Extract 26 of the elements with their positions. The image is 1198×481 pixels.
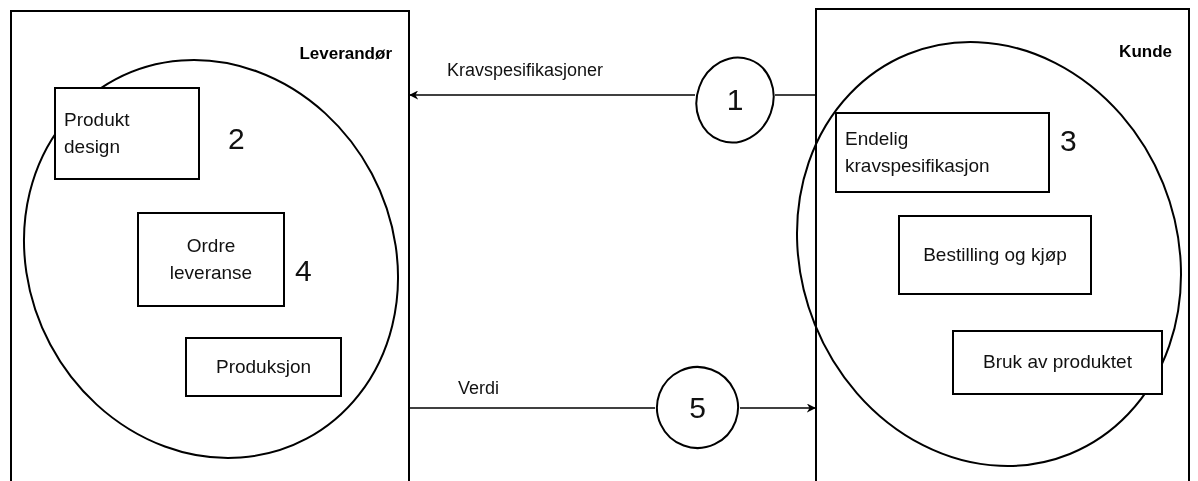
box-text: Produksjon bbox=[215, 354, 312, 379]
process-box bbox=[952, 330, 1163, 395]
edge-label: Kravspesifikasjoner bbox=[447, 60, 604, 81]
connector-line bbox=[774, 94, 816, 96]
arrow bbox=[409, 90, 696, 100]
step-number: 2 bbox=[228, 122, 245, 156]
step-number: 3 bbox=[1060, 124, 1077, 158]
numbered-ellipse bbox=[655, 365, 740, 450]
step-number: 5 bbox=[688, 390, 707, 425]
box-text: Produkt design bbox=[64, 107, 131, 159]
process-box bbox=[898, 215, 1092, 295]
ellipse-outline bbox=[795, 40, 1183, 468]
box-text: Bruk av produktet bbox=[983, 350, 1132, 375]
connector-line bbox=[409, 407, 656, 409]
box-text: Ordre leveranse bbox=[168, 233, 254, 285]
step-number: 4 bbox=[295, 254, 312, 288]
panel-title: Leverandør bbox=[299, 44, 392, 64]
box-text: Bestilling og kjøp bbox=[923, 242, 1067, 267]
box-text: Endelig kravspesifikasjon bbox=[845, 126, 991, 178]
panel-title: Kunde bbox=[1119, 42, 1172, 62]
step-number: 1 bbox=[725, 83, 745, 117]
actor-panel bbox=[10, 10, 410, 481]
ellipse-outline bbox=[22, 58, 400, 460]
numbered-ellipse bbox=[695, 55, 775, 145]
arrow bbox=[739, 403, 816, 413]
process-box bbox=[185, 337, 342, 397]
